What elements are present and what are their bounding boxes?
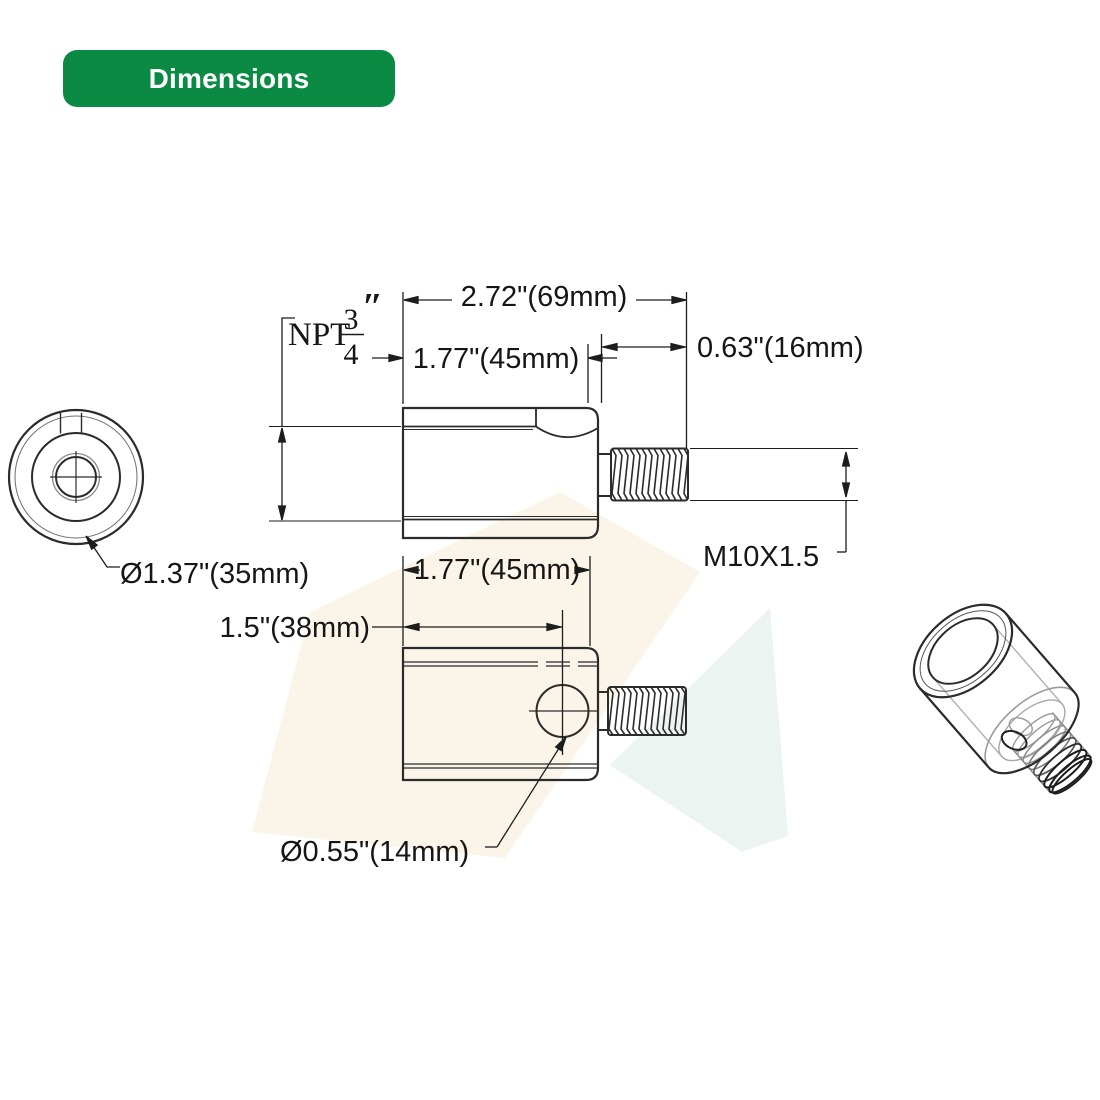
dim-hole-offset [372,622,562,632]
dim-thread-spec-leader [837,451,851,553]
dim-body-length-top [372,353,617,363]
dim-body-length-bottom-label: 1.77"(45mm) [414,554,581,586]
npt-numerator: 3 [344,303,359,336]
bottom-view-thread [607,686,687,736]
dim-body-length-top-label: 1.77"(45mm) [413,343,580,375]
iso-side-hole [1000,729,1028,751]
isometric-view [912,603,1093,795]
dim-body-length-bottom [403,565,590,575]
dim-hole-offset-label: 1.5"(38mm) [220,612,371,644]
dimensions-badge: Dimensions [63,50,395,107]
side-view-thread [610,447,689,502]
dimension-annotations [82,292,858,848]
side-view [401,406,689,540]
npt-inch-mark: ″ [362,286,383,328]
dim-outer-diameter-leader [82,533,120,568]
dimensions-badge-label: Dimensions [148,62,310,94]
dim-hole-diameter-leader [485,734,570,848]
dim-hole-diameter-label: Ø0.55"(14mm) [280,836,469,868]
dim-thread-spec-label: M10X1.5 [703,541,819,573]
dim-thread-length [602,342,686,352]
dim-thread-length-label: 0.63"(16mm) [697,332,864,364]
dimension-labels: 2.72"(69mm) 1.77"(45mm) 0.63"(16mm) Ø1.3… [120,281,864,868]
dim-total-length-label: 2.72"(69mm) [461,281,628,313]
npt-thread-label: NPT 3 4 ″ [288,286,383,371]
dim-npt-callout [277,317,295,521]
end-view [7,408,145,546]
dim-outer-diameter-label: Ø1.37"(35mm) [120,558,309,590]
npt-denominator: 4 [344,338,359,371]
logo-watermark [252,492,788,858]
dim-total-length [403,295,687,305]
